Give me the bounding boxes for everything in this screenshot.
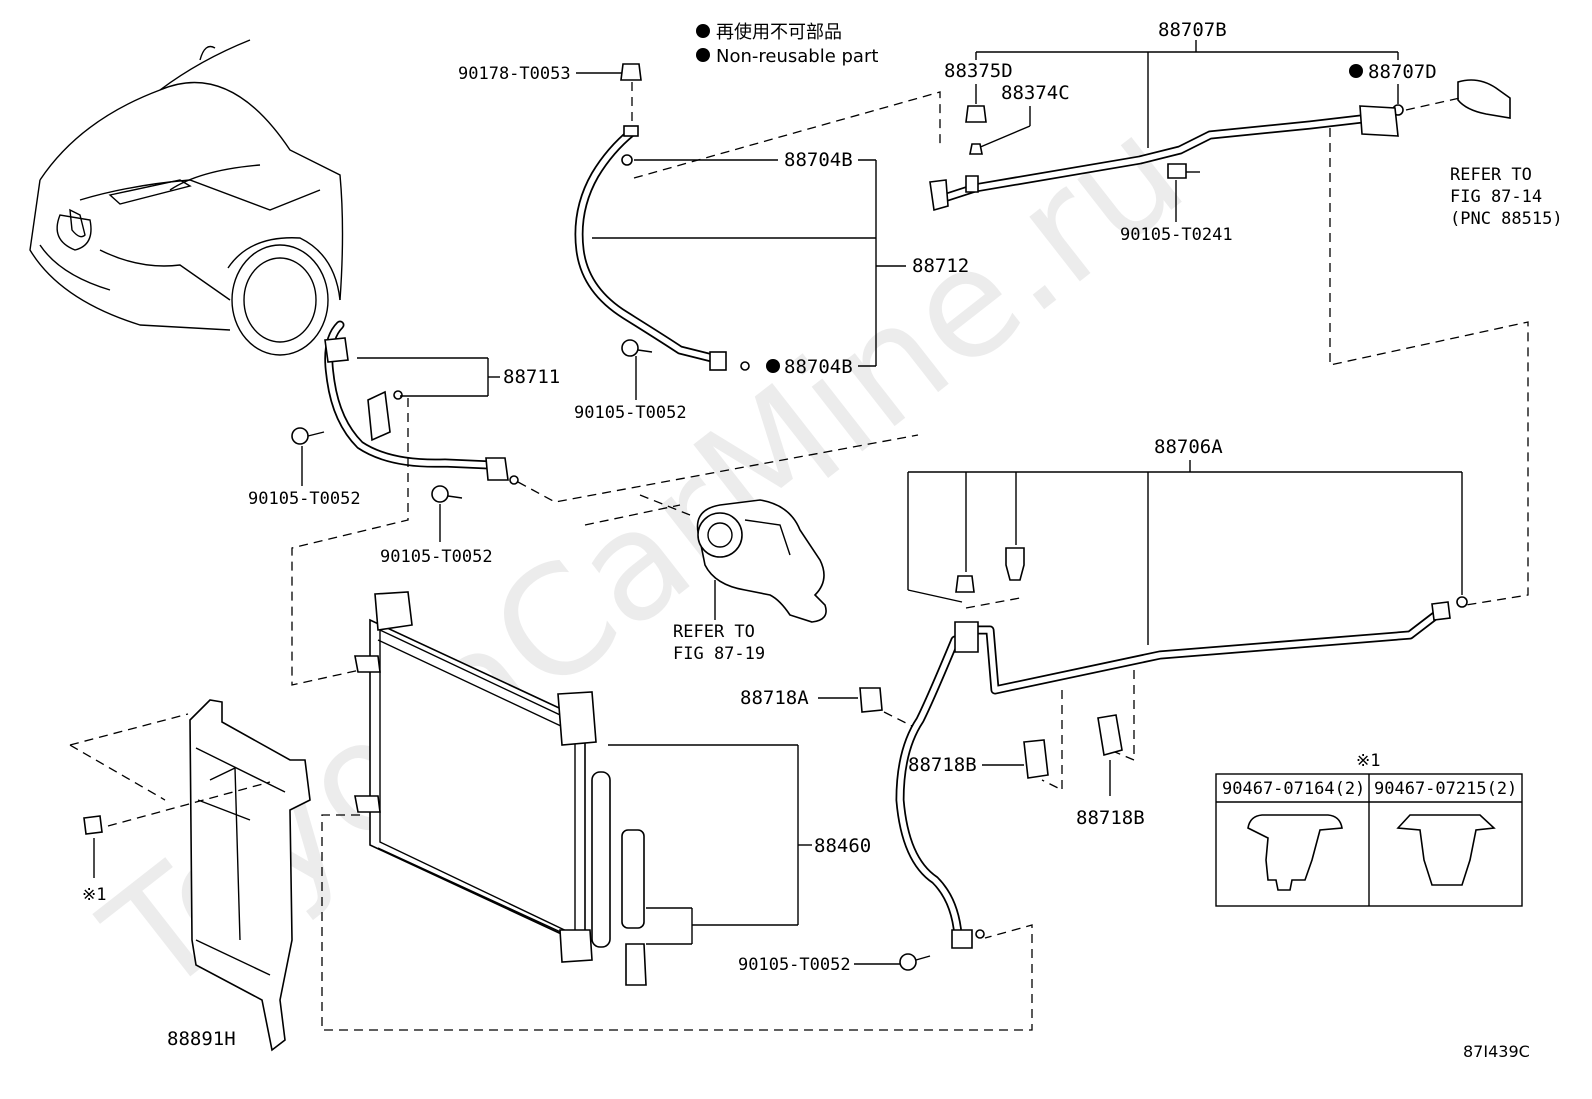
label-90105-t0052-left2: 90105-T0052 bbox=[380, 547, 493, 567]
label-88706a: 88706A bbox=[1154, 436, 1223, 458]
clip-icon-2 bbox=[1396, 814, 1496, 886]
table-note: ※1 bbox=[1356, 751, 1380, 771]
refer-fig-87-19: FIG 87-19 bbox=[673, 644, 765, 664]
label-90178-t0053: 90178-T0053 bbox=[458, 64, 571, 84]
clip-table: ※1 90467-07164(2) 90467-07215(2) bbox=[1215, 751, 1523, 907]
legend-jp: 再使用不可部品 bbox=[716, 22, 842, 43]
clamps-group: 88718A 88718B 88718B bbox=[740, 687, 1145, 829]
label-88460: 88460 bbox=[814, 835, 871, 857]
label-88712: 88712 bbox=[912, 255, 969, 277]
label-90105-t0052-bottom: 90105-T0052 bbox=[738, 955, 851, 975]
label-88375d: 88375D bbox=[944, 60, 1013, 82]
condenser-group: 88460 bbox=[321, 591, 1033, 1031]
compressor-group: REFER TO FIG 87-19 bbox=[584, 494, 827, 664]
shield-88891h-group: 88891H ※1 bbox=[69, 699, 311, 1052]
figure-code: 87I439C bbox=[1463, 1042, 1530, 1061]
label-88707b: 88707B bbox=[1158, 19, 1227, 41]
label-88707d: 88707D bbox=[1368, 61, 1437, 83]
legend: 再使用不可部品 Non-reusable part bbox=[696, 22, 878, 67]
label-90105-t0052-mid: 90105-T0052 bbox=[574, 403, 687, 423]
car-front-illustration bbox=[29, 39, 344, 356]
label-88704b-bottom: 88704B bbox=[784, 356, 853, 378]
hose-88711-group: 88711 90105-T0052 90105-T0052 bbox=[248, 320, 919, 686]
clip-icon-1 bbox=[1247, 814, 1343, 891]
label-88704b-top: 88704B bbox=[784, 149, 853, 171]
refer-to-label-1: REFER TO bbox=[1450, 165, 1532, 185]
table-header-col2: 90467-07215(2) bbox=[1374, 779, 1517, 799]
filled-circle-icon bbox=[696, 48, 710, 62]
note-ref-left: ※1 bbox=[82, 885, 106, 905]
refer-to-label-2: REFER TO bbox=[673, 622, 755, 642]
filled-circle-icon bbox=[1349, 64, 1363, 78]
table-header-col1: 90467-07164(2) bbox=[1222, 779, 1365, 799]
filled-circle-icon bbox=[766, 359, 780, 373]
label-90105-t0052-left: 90105-T0052 bbox=[248, 489, 361, 509]
label-88711: 88711 bbox=[503, 366, 560, 388]
pipe-88706a-group: 88706A bbox=[895, 436, 1468, 949]
legend-en: Non-reusable part bbox=[716, 46, 878, 67]
refer-pnc-88515: (PNC 88515) bbox=[1450, 209, 1563, 229]
refer-fig-87-14: FIG 87-14 bbox=[1450, 187, 1542, 207]
hose-88712-group: 90178-T0053 88704B 88704B 88712 90105-T0… bbox=[458, 63, 969, 423]
label-90105-t0241: 90105-T0241 bbox=[1120, 225, 1233, 245]
label-88891h: 88891H bbox=[167, 1028, 236, 1050]
label-88374c: 88374C bbox=[1001, 82, 1070, 104]
label-88718b-1: 88718B bbox=[908, 754, 977, 776]
bolt-bottom-group: 90105-T0052 bbox=[738, 953, 931, 975]
pipe-88707b-group: 88707B 88375D 88374C 88707D 90105-T0241 … bbox=[929, 19, 1563, 606]
filled-circle-icon bbox=[696, 24, 710, 38]
label-88718a: 88718A bbox=[740, 687, 809, 709]
label-88718b-2: 88718B bbox=[1076, 807, 1145, 829]
